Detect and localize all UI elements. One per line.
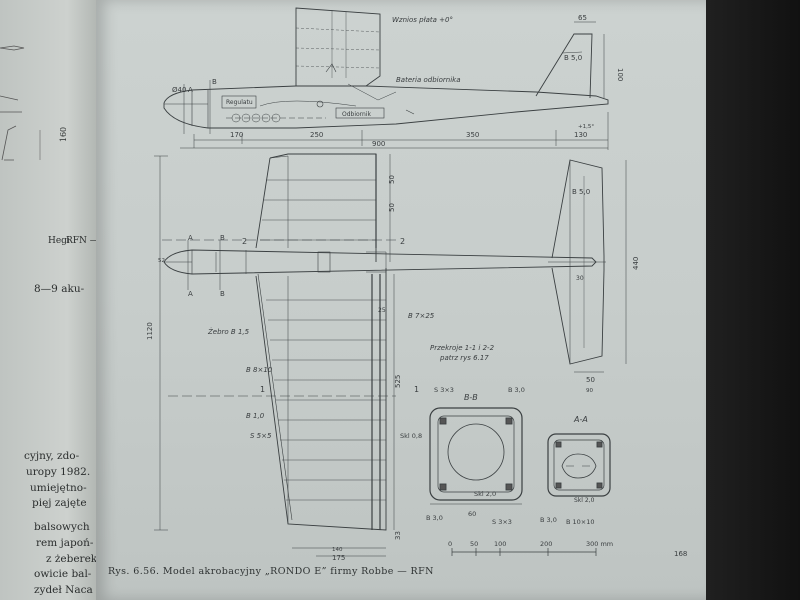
text-fragment: balsowych bbox=[34, 521, 90, 533]
text-fragment: pięj zajęte bbox=[32, 497, 87, 509]
rib-label: Żebro B 1,5 bbox=[207, 327, 250, 336]
dim-label: 65 bbox=[578, 14, 587, 22]
dim-label: 170 bbox=[230, 131, 243, 139]
text-fragment: rem japoń- bbox=[36, 537, 94, 549]
dim-label: 50 bbox=[586, 376, 595, 384]
section-label: B 3,0 bbox=[426, 514, 443, 522]
scale-tick-label: 200 bbox=[540, 540, 552, 548]
battery-label: Bateria odbiornika bbox=[396, 76, 460, 84]
text-fragment: z żeberek bbox=[46, 553, 96, 565]
text-fragment: uropy 1982. bbox=[26, 466, 91, 478]
sections-note: Przekroje 1-1 i 2-2 bbox=[430, 344, 495, 352]
section-mark-1: 1 bbox=[260, 385, 265, 394]
dim-label: 100 bbox=[616, 68, 624, 81]
dim-label: 525 bbox=[394, 375, 402, 388]
trailing-edge-label: B 1,0 bbox=[246, 412, 265, 420]
dim-label: 50 bbox=[388, 203, 396, 212]
side-view bbox=[163, 7, 609, 150]
dim-label: 1120 bbox=[146, 322, 154, 340]
section-mark-b: B bbox=[212, 78, 217, 86]
top-view bbox=[154, 153, 627, 557]
section-mark-1: 1 bbox=[414, 385, 419, 394]
section-label: B 10×10 bbox=[566, 518, 595, 526]
rondo-e-plan-drawing: Wznios płata +0° Bateria odbiornika Regu… bbox=[146, 7, 687, 560]
spar-label: B 7×25 bbox=[408, 312, 435, 320]
section-mark-a: A bbox=[188, 290, 193, 298]
section-mark-a: A bbox=[188, 86, 193, 94]
servo-label: Regulatu bbox=[226, 99, 253, 106]
receiver-label: Odbiornik bbox=[342, 111, 372, 118]
section-b-b bbox=[429, 407, 523, 505]
dim-label: 130 bbox=[574, 131, 587, 139]
left-page-sketch bbox=[0, 45, 41, 161]
dim-label: 250 bbox=[310, 131, 323, 139]
page-number: 168 bbox=[674, 550, 687, 558]
section-mark-2: 2 bbox=[400, 237, 405, 246]
section-mark-b: B bbox=[220, 234, 225, 242]
dark-background bbox=[706, 0, 800, 600]
section-mark-b: B bbox=[220, 290, 225, 298]
text-fragment: owicie bal- bbox=[34, 568, 92, 580]
section-mark-a: A bbox=[188, 234, 193, 242]
text-fragment: Hegi bbox=[48, 236, 70, 246]
sections-note: patrz rys 6.17 bbox=[439, 354, 489, 362]
left-page-fragment: Hegi RFN — 8—9 aku- cyjny, zdo- uropy 19… bbox=[0, 0, 96, 600]
text-fragment: RFN — bbox=[66, 236, 96, 246]
strip-label: S 5×5 bbox=[250, 432, 272, 440]
text-fragment: 8—9 aku- bbox=[34, 283, 85, 295]
dim-label: 33 bbox=[394, 531, 402, 540]
text-fragment: cyjny, zdo- bbox=[24, 450, 80, 462]
dim-label: 30 bbox=[576, 275, 584, 282]
text-fragment: umiejętno- bbox=[30, 482, 87, 494]
scale-tick-label: 100 bbox=[494, 540, 506, 548]
section-label: S 3×3 bbox=[492, 518, 512, 526]
section-label: B 3,0 bbox=[540, 516, 557, 524]
section-label: Skl 2,0 bbox=[474, 490, 496, 498]
dim-label: 440 bbox=[632, 257, 640, 270]
dim-label: 50 bbox=[388, 175, 396, 184]
incidence-label: +1,5° bbox=[578, 124, 594, 130]
scale-tick-label: 300 mm bbox=[586, 540, 613, 548]
section-label: Skl 2,0 bbox=[574, 497, 595, 504]
wing-dihedral-note: Wznios płata +0° bbox=[392, 16, 453, 24]
text-fragment: zydeł Naca bbox=[34, 584, 93, 596]
section-label: S 3×3 bbox=[434, 386, 454, 394]
section-a-a bbox=[547, 433, 611, 497]
main-page bbox=[96, 0, 708, 600]
dim-label: 90 bbox=[586, 388, 593, 394]
section-title: A-A bbox=[573, 415, 588, 424]
stab-material-label: B 5,0 bbox=[572, 188, 590, 196]
scale-bar bbox=[451, 548, 597, 556]
section-label: B 3,0 bbox=[508, 386, 525, 394]
dim-label: Ø40 bbox=[172, 86, 186, 94]
section-mark-2: 2 bbox=[242, 237, 247, 246]
figure-caption: Rys. 6.56. Model akrobacyjny „RONDO E” f… bbox=[108, 566, 434, 577]
dim-label: 140 bbox=[332, 547, 343, 553]
scale-tick-label: 50 bbox=[470, 540, 478, 548]
section-title: B-B bbox=[464, 393, 478, 402]
dim-label: 350 bbox=[466, 131, 479, 139]
scale-tick-label: 0 bbox=[448, 540, 452, 548]
dim-label: 175 bbox=[332, 554, 345, 560]
fin-material-label: B 5,0 bbox=[564, 54, 582, 62]
dim-label: 60 bbox=[468, 510, 476, 518]
dim-label: 900 bbox=[372, 140, 385, 148]
dim-label: 25 bbox=[378, 307, 386, 314]
dim-label: 52 bbox=[158, 258, 165, 264]
leading-edge-label: B 8×10 bbox=[246, 366, 273, 374]
section-label: Skl 0,8 bbox=[400, 432, 422, 440]
